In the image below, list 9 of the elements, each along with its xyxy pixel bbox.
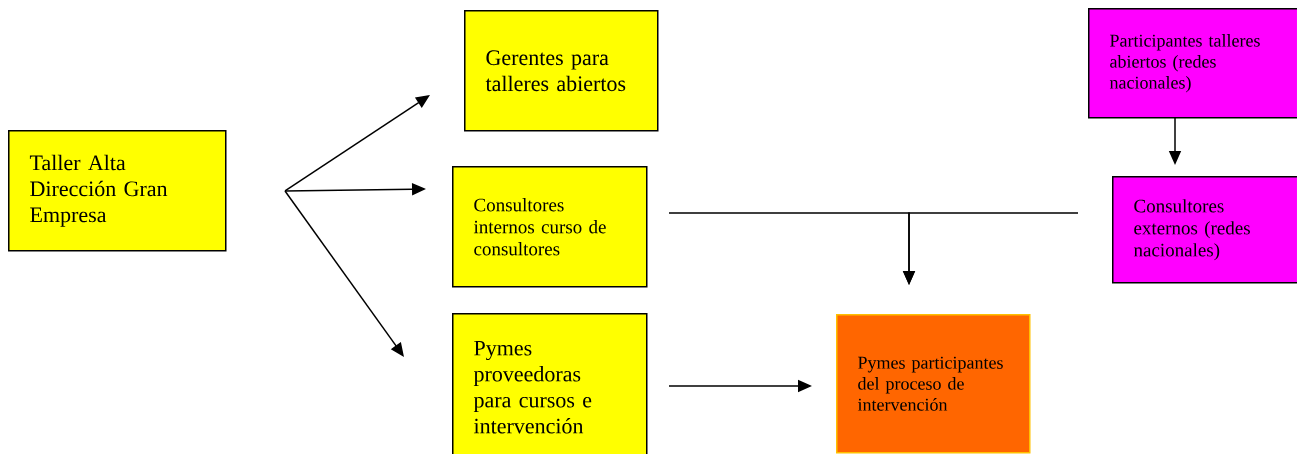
arrow (284, 190, 404, 357)
process-box: Gerentes para talleres abiertos (464, 10, 659, 132)
process-box: Consultores internos curso de consultores (452, 166, 648, 288)
process-box: Pymes proveedoras para cursos e intervención (452, 313, 648, 454)
arrow (284, 95, 430, 192)
process-box: Taller Alta Dirección Gran Empresa (8, 130, 227, 252)
process-box: Pymes participantes del proceso de intervención (836, 314, 1031, 454)
process-box: Consultores externos (redes nacionales) (1112, 176, 1297, 284)
process-box: Participantes talleres abiertos (redes nacionales) (1088, 8, 1297, 119)
